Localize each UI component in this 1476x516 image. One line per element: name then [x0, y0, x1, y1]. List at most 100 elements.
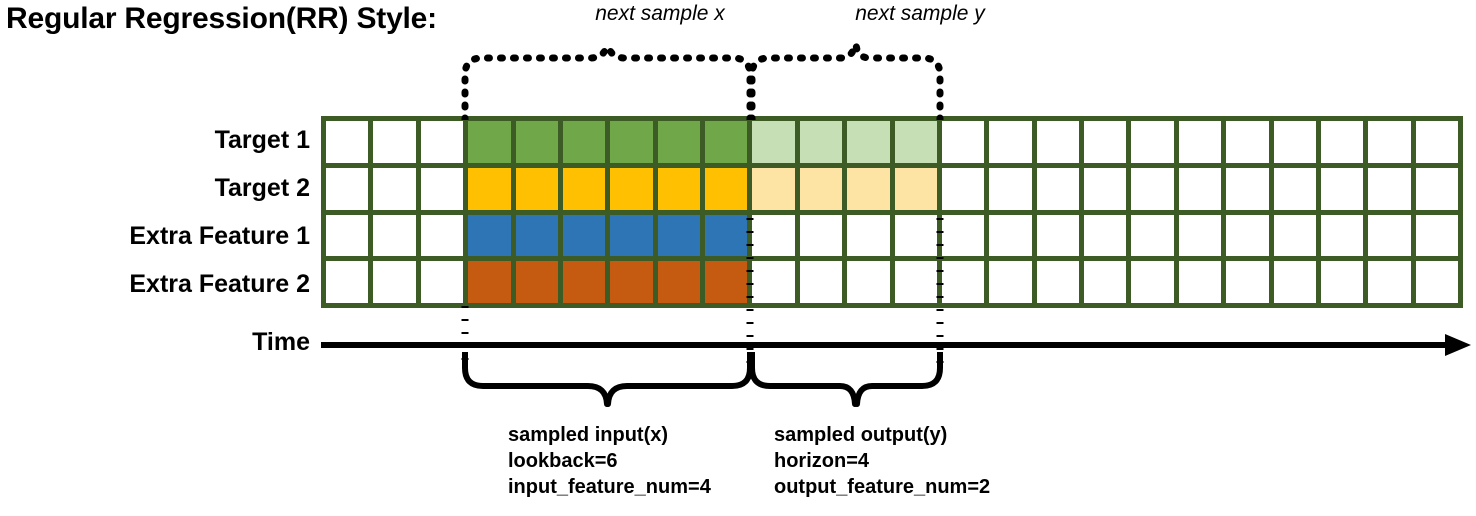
- grid-cell-r1-c15: [989, 121, 1032, 163]
- grid-cell-r1-c11: [799, 121, 843, 163]
- grid-cell-r4-c18: [1131, 261, 1174, 303]
- grid-cell-r2-c3: [420, 167, 464, 210]
- grid-cell-r3-c1: [326, 214, 369, 257]
- grid-cell-r4-c14: [941, 261, 985, 303]
- grid-cell-r2-c6: [562, 167, 606, 210]
- grid-cell-r2-c14: [941, 167, 985, 210]
- grid-cell-r1-c6: [562, 121, 606, 163]
- grid-cell-r2-c13: [894, 167, 937, 210]
- grid-cell-r1-c23: [1368, 121, 1411, 163]
- grid-cell-r1-c16: [1036, 121, 1079, 163]
- row-label-extra-feature-2: Extra Feature 2: [129, 270, 310, 298]
- grid-cell-r4-c20: [1226, 261, 1269, 303]
- grid-cell-r1-c8: [657, 121, 700, 163]
- grid-cell-r2-c9: [705, 167, 748, 210]
- bottom-solid-braces: [462, 352, 943, 407]
- grid-cell-r3-c18: [1131, 214, 1174, 257]
- grid-cell-r2-c20: [1226, 167, 1269, 210]
- grid-cell-r4-c9: [705, 261, 748, 303]
- grid-cell-r3-c24: [1415, 214, 1458, 257]
- grid-cell-r3-c17: [1084, 214, 1127, 257]
- grid-cell-r2-c21: [1273, 167, 1316, 210]
- grid-cell-r1-c24: [1415, 121, 1458, 163]
- grid-cell-r3-c9: [705, 214, 748, 257]
- grid-cell-r3-c11: [799, 214, 843, 257]
- caption-sampled-input: sampled input(x) lookback=6 input_featur…: [508, 424, 711, 498]
- top-dotted-braces: [461, 40, 944, 120]
- grid-cell-r2-c16: [1036, 167, 1079, 210]
- grid-cell-r2-c18: [1131, 167, 1174, 210]
- grid-cell-r1-c10: [752, 121, 795, 163]
- grid-cell-r4-c21: [1273, 261, 1316, 303]
- grid-cell-r4-c13: [894, 261, 937, 303]
- grid-cell-r4-c19: [1178, 261, 1222, 303]
- grid-cell-r2-c7: [610, 167, 653, 210]
- grid-cell-r1-c22: [1320, 121, 1364, 163]
- grid-cell-r2-c1: [326, 167, 369, 210]
- grid-cell-r2-c19: [1178, 167, 1222, 210]
- grid-cell-r1-c20: [1226, 121, 1269, 163]
- caption-next-sample-y: next sample y: [855, 2, 985, 25]
- row-label-target-2: Target 2: [214, 174, 310, 202]
- grid-cell-r3-c16: [1036, 214, 1079, 257]
- grid-cell-r3-c10: [752, 214, 795, 257]
- grid-cell-r4-c11: [799, 261, 843, 303]
- grid-cell-r2-c10: [752, 167, 795, 210]
- grid-cell-r3-c14: [941, 214, 985, 257]
- grid-cell-r2-c22: [1320, 167, 1364, 210]
- grid-cell-r3-c3: [420, 214, 464, 257]
- grid-cell-r4-c22: [1320, 261, 1364, 303]
- grid-cell-r2-c5: [515, 167, 558, 210]
- grid-cell-r4-c15: [989, 261, 1032, 303]
- grid-cell-r1-c13: [894, 121, 937, 163]
- row-label-extra-feature-1: Extra Feature 1: [129, 222, 310, 250]
- caption-sampled-output: sampled output(y) horizon=4 output_featu…: [774, 424, 991, 498]
- caption-next-sample-x: next sample x: [595, 2, 725, 25]
- grid-cell-r3-c5: [515, 214, 558, 257]
- grid-cell-r4-c16: [1036, 261, 1079, 303]
- grid-cell-r3-c15: [989, 214, 1032, 257]
- grid-cell-r3-c4: [468, 214, 511, 257]
- grid-cell-r1-c9: [705, 121, 748, 163]
- grid-cell-r4-c23: [1368, 261, 1411, 303]
- grid-cell-r1-c19: [1178, 121, 1222, 163]
- grid-cell-r3-c12: [847, 214, 890, 257]
- grid-cell-r2-c23: [1368, 167, 1411, 210]
- grid-cell-r2-c8: [657, 167, 700, 210]
- grid-cell-r4-c6: [562, 261, 606, 303]
- timeseries-grid: [321, 116, 1463, 308]
- grid-cell-r4-c17: [1084, 261, 1127, 303]
- dotted-vertical-guides: [461, 218, 944, 366]
- grid-cell-r4-c4: [468, 261, 511, 303]
- grid-cell-r4-c1: [326, 261, 369, 303]
- grid-cell-r2-c15: [989, 167, 1032, 210]
- page-title: Regular Regression(RR) Style:: [6, 2, 437, 35]
- time-axis-label: Time: [252, 328, 310, 356]
- grid-cell-r1-c5: [515, 121, 558, 163]
- grid-cell-r4-c8: [657, 261, 700, 303]
- grid-cell-r1-c7: [610, 121, 653, 163]
- grid-cell-r1-c18: [1131, 121, 1174, 163]
- grid-cell-r1-c3: [420, 121, 464, 163]
- grid-cell-r3-c22: [1320, 214, 1364, 257]
- grid-cell-r4-c2: [373, 261, 416, 303]
- grid-cell-r3-c2: [373, 214, 416, 257]
- row-label-target-1: Target 1: [214, 126, 310, 154]
- grid-cell-r2-c24: [1415, 167, 1458, 210]
- grid-cell-r1-c14: [941, 121, 985, 163]
- grid-cell-r4-c7: [610, 261, 653, 303]
- grid-cell-r4-c3: [420, 261, 464, 303]
- grid-cell-r3-c13: [894, 214, 937, 257]
- grid-cell-r3-c23: [1368, 214, 1411, 257]
- time-axis-arrow: [321, 334, 1471, 356]
- grid-cell-r2-c12: [847, 167, 890, 210]
- grid-cell-r3-c19: [1178, 214, 1222, 257]
- grid-cell-r3-c8: [657, 214, 700, 257]
- grid-cell-r1-c12: [847, 121, 890, 163]
- grid-cell-r1-c21: [1273, 121, 1316, 163]
- grid-cell-r3-c21: [1273, 214, 1316, 257]
- grid-cell-r4-c24: [1415, 261, 1458, 303]
- grid-cell-r2-c4: [468, 167, 511, 210]
- grid-cell-r1-c1: [326, 121, 369, 163]
- grid-cell-r2-c17: [1084, 167, 1127, 210]
